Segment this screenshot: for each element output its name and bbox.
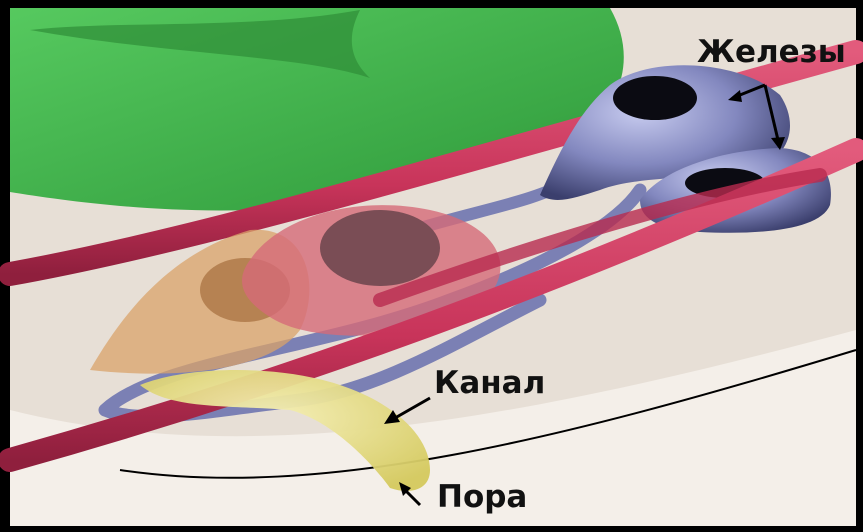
gland-upper-nucleus — [613, 76, 697, 120]
label-glands: Железы — [697, 34, 846, 70]
label-pore: Пора — [437, 479, 527, 515]
label-duct: Канал — [434, 365, 545, 401]
red-cell-nucleus — [320, 210, 440, 286]
